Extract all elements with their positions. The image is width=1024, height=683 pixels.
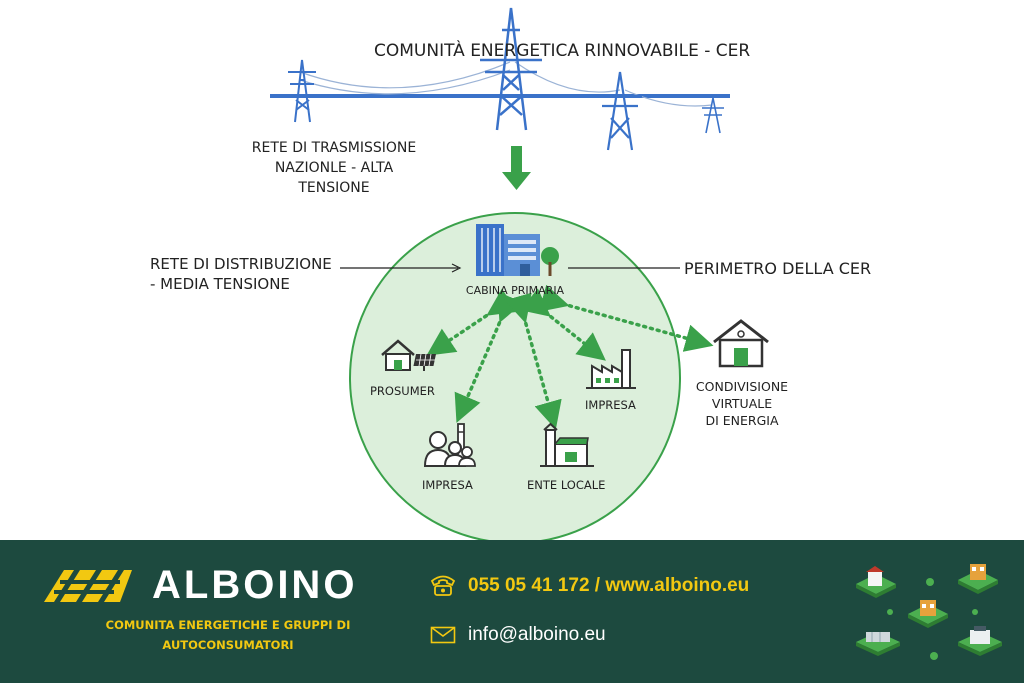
email-link[interactable]: info@alboino.eu [468,624,606,645]
house-solar-icon [381,339,436,371]
people-factory-icon [423,423,476,467]
transmission-label-line1: RETE DI TRASMISSIONE [251,140,417,156]
phone-icon [430,575,456,596]
tagline-line1: COMUNITA ENERGETICHE E GRUPPI DI [105,618,351,632]
substation-building-icon [476,224,559,276]
virtual-label-line3: DI ENERGIA [705,413,779,428]
substation-label: CABINA PRIMARIA [465,284,565,297]
isometric-city-icon [856,564,1002,660]
tagline-line2: AUTOCONSUMATORI [162,638,294,652]
distribution-label: RETE DI DISTRIBUZIONE - MEDIA TENSIONE [150,254,332,294]
prosumer-label: PROSUMER [370,384,435,398]
transmission-tower-icon [480,7,542,131]
virtual-label-line2: VIRTUALE [711,396,773,411]
transmission-tower-icon [288,59,316,123]
contact-separator: / [594,575,601,596]
phone-number[interactable]: 055 05 41 172 [468,575,590,596]
website-link[interactable]: www.alboino.eu [605,575,750,596]
municipal-building-icon [540,422,594,467]
ente-locale-label: ENTE LOCALE [527,478,606,492]
transmission-tower-icon [598,71,642,151]
virtual-label-line1: CONDIVISIONE [695,379,789,394]
distribution-label-line1: RETE DI DISTRIBUZIONE [150,255,332,273]
brand-name: ALBOINO [152,563,358,607]
contact-line: 055 05 41 172 / www.alboino.eu [468,575,749,597]
transmission-tower-icon [702,97,724,134]
distribution-label-line2: - MEDIA TENSIONE [150,275,290,293]
transmission-label: RETE DI TRASMISSIONE NAZIONLE - ALTA TEN… [244,138,424,198]
perimeter-label: PERIMETRO DELLA CER [684,259,872,278]
mail-icon [430,626,456,644]
impresa-left-label: IMPRESA [422,478,473,492]
transmission-label-line2: NAZIONLE - ALTA TENSIONE [274,160,394,196]
diagram-graphics [270,7,769,540]
impresa-right-label: IMPRESA [585,398,636,412]
down-arrow-icon [502,146,531,190]
brand-logo-icon [44,570,132,602]
diagram-title: COMUNITÀ ENERGETICA RINNOVABILE - CER [374,41,751,61]
footer-banner [0,540,1024,683]
house-icon [713,319,769,368]
virtual-sharing-label: CONDIVISIONE VIRTUALE DI ENERGIA [680,378,804,429]
cer-diagram: COMUNITÀ ENERGETICA RINNOVABILE - CER RE… [150,7,872,540]
factory-icon [586,349,636,389]
